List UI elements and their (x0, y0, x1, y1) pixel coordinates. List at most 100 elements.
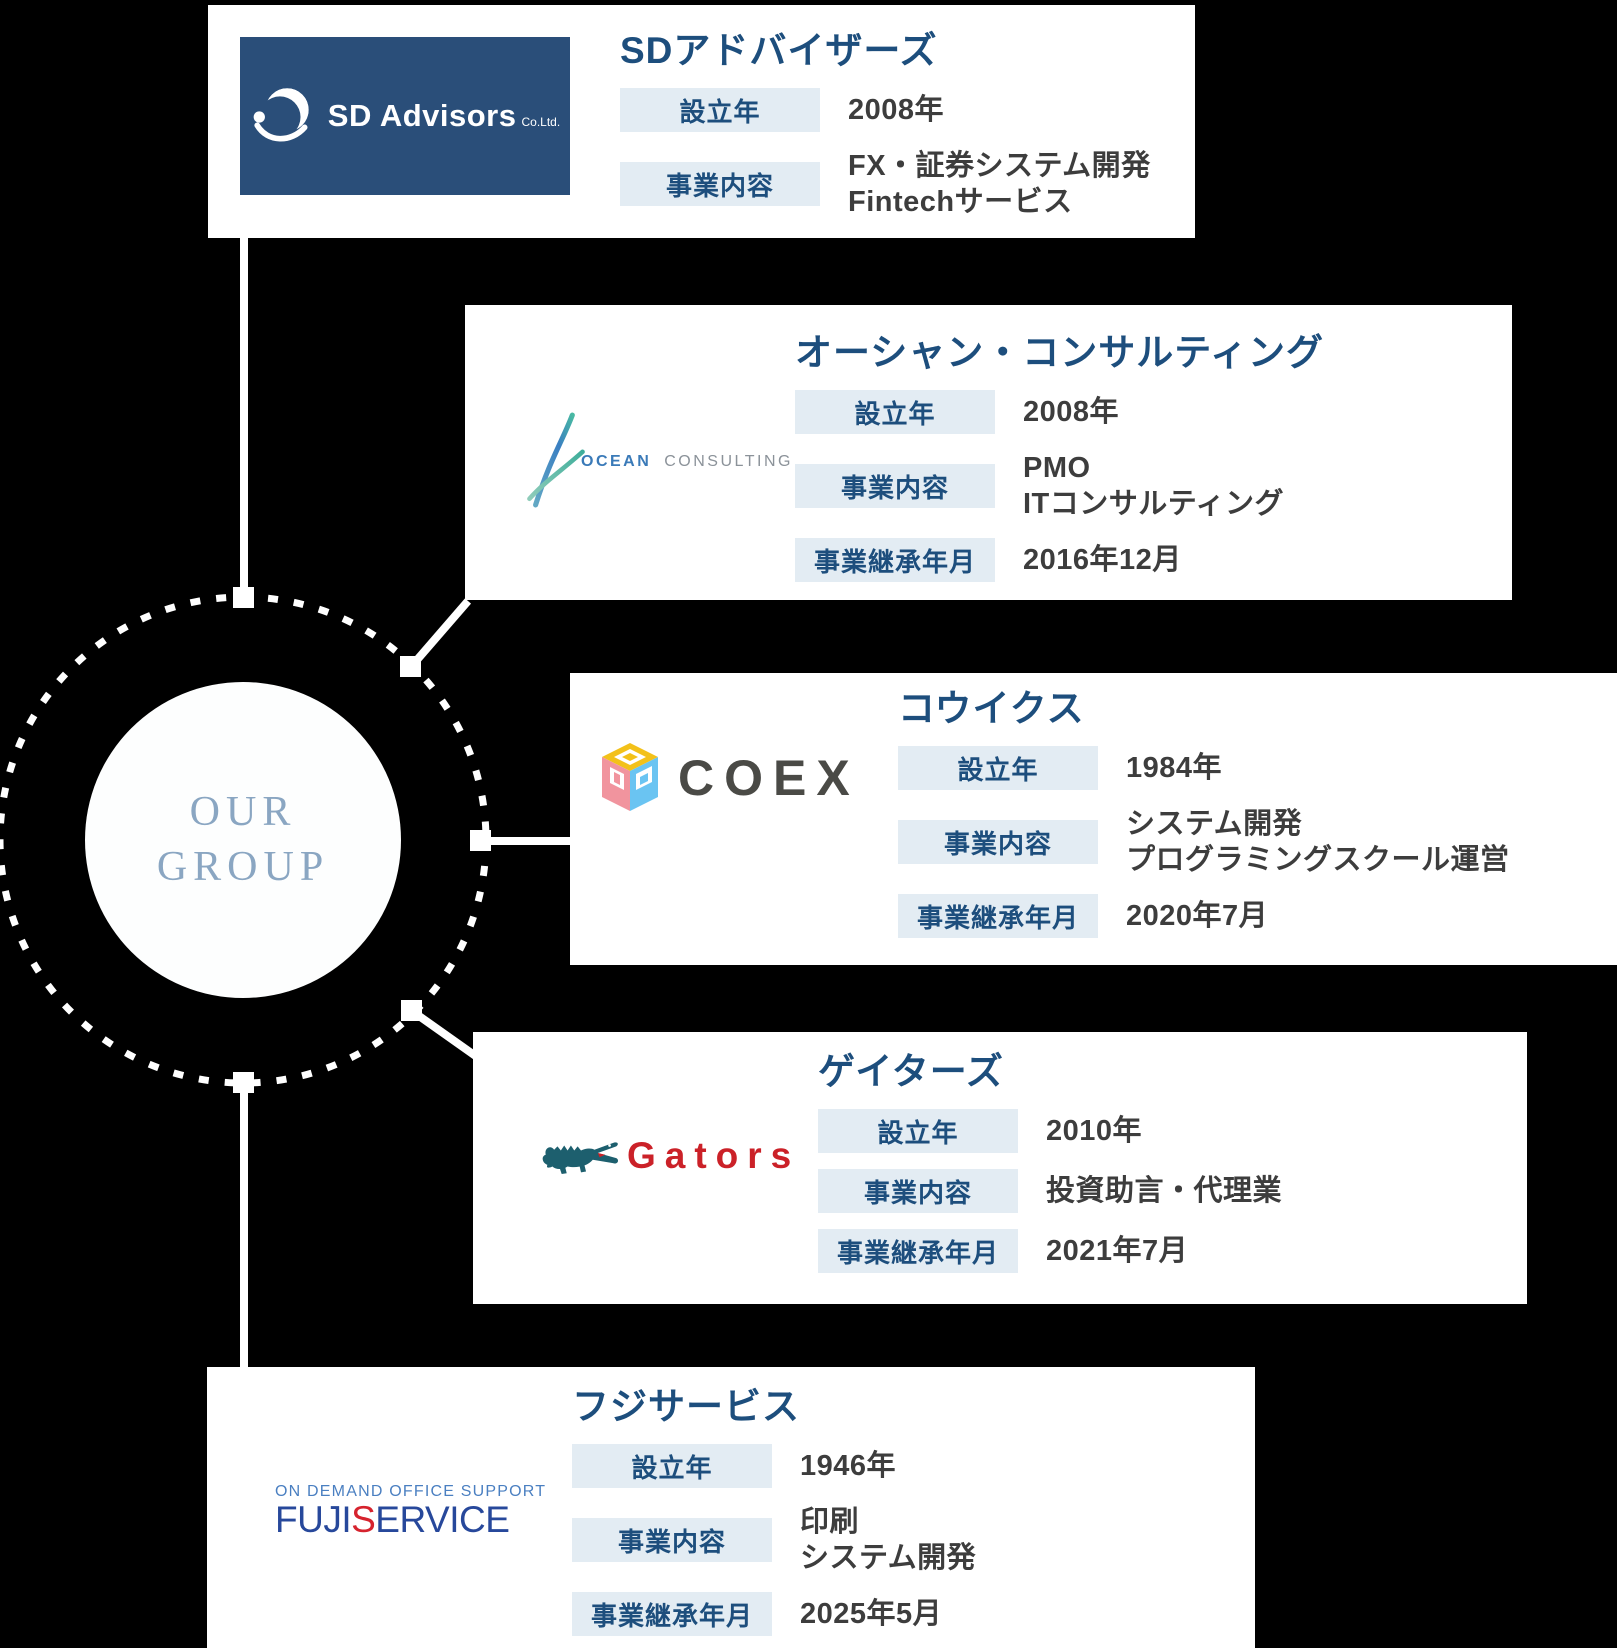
field-label: 設立年 (620, 88, 820, 133)
coex-cube-icon (602, 743, 658, 811)
field-row: 設立年 2008年 (620, 88, 1151, 133)
company-info: SDアドバイザーズ 設立年 2008年 事業内容 FX・証券システム開発 Fin… (620, 29, 1151, 220)
field-value-line: 印刷 (800, 1506, 860, 1539)
fuji-word-part1: FUJI (275, 1499, 352, 1540)
company-card-fuji-service: ON DEMAND OFFICE SUPPORT FUJISERVICE フジサ… (207, 1367, 1255, 1648)
field-value-line: 2021年7月 (1046, 1235, 1189, 1268)
field-label: 事業内容 (620, 162, 820, 207)
field-row: 設立年 1946年 (572, 1444, 976, 1489)
field-rows: 設立年 2008年 事業内容 PMO ITコンサルティング 事業継承年月 201… (795, 390, 1324, 583)
sd-advisors-mark-icon (249, 83, 316, 149)
field-row: 事業継承年月 2016年12月 (795, 538, 1324, 583)
hub-label-line1: OUR (189, 788, 297, 835)
company-title: フジサービス (572, 1386, 800, 1427)
field-value: FX・証券システム開発 Fintechサービス (848, 148, 1151, 220)
field-label: 事業継承年月 (898, 894, 1098, 939)
field-value-line: ITコンサルティング (1023, 488, 1285, 521)
field-label: 事業内容 (795, 464, 995, 509)
company-title: ゲイターズ (818, 1051, 1004, 1092)
field-label: 事業継承年月 (795, 538, 995, 583)
field-label: 設立年 (572, 1444, 772, 1489)
ocean-consulting-wordmark: OCEAN CONSULTING (581, 453, 793, 471)
field-row: 設立年 2008年 (795, 390, 1324, 435)
company-title: オーシャン・コンサルティング (795, 332, 1325, 373)
gators-logo: Gators (539, 1132, 800, 1180)
field-label: 事業内容 (572, 1518, 772, 1563)
field-value-line: PMO (1023, 452, 1091, 485)
company-title: コウイクス (898, 688, 1085, 729)
field-value-line: 2020年7月 (1126, 900, 1269, 933)
field-value-line: 2025年5月 (800, 1598, 943, 1631)
company-card-sd-advisors: SD Advisors Co.Ltd. SDアドバイザーズ 設立年 2008年 … (208, 5, 1195, 238)
field-label: 設立年 (818, 1109, 1018, 1154)
sd-brand-text: SD Advisors (327, 98, 517, 133)
field-rows: 設立年 1946年 事業内容 印刷 システム開発 事業継承年月 2025年5月 (572, 1444, 976, 1637)
company-info: オーシャン・コンサルティング 設立年 2008年 事業内容 PMO ITコンサル… (795, 331, 1325, 583)
field-label: 事業継承年月 (818, 1229, 1018, 1274)
field-value: 1946年 (800, 1448, 896, 1484)
field-value-line: Fintechサービス (848, 186, 1073, 219)
field-label: 設立年 (795, 390, 995, 435)
field-row: 事業継承年月 2021年7月 (818, 1229, 1282, 1274)
field-value: 投資助言・代理業 (1046, 1173, 1282, 1209)
field-row: 事業内容 投資助言・代理業 (818, 1169, 1282, 1214)
field-row: 事業内容 システム開発 プログラミングスクール運営 (898, 806, 1510, 878)
connector-gators (409, 1007, 480, 1061)
field-value: 2016年12月 (1023, 542, 1182, 578)
field-value-line: 1946年 (800, 1450, 897, 1483)
field-value: PMO ITコンサルティング (1023, 450, 1284, 522)
company-info: フジサービス 設立年 1946年 事業内容 印刷 システム開発 事業継承年月 2 (572, 1385, 976, 1637)
our-group-hub: OUR GROUP (85, 682, 401, 998)
fuji-word-part2: ERVICE (375, 1499, 510, 1540)
field-value-line: 1984年 (1126, 752, 1223, 785)
field-rows: 設立年 2010年 事業内容 投資助言・代理業 事業継承年月 2021年7月 (818, 1109, 1282, 1274)
field-value: 2025年5月 (800, 1596, 942, 1632)
fuji-wordmark: FUJISERVICE (275, 1499, 546, 1540)
field-value-line: 2010年 (1046, 1115, 1143, 1148)
field-value-line: 2008年 (1023, 396, 1120, 429)
coex-wordmark: COEX (678, 750, 860, 806)
field-value: 2020年7月 (1126, 898, 1268, 934)
field-row: 事業内容 印刷 システム開発 (572, 1504, 976, 1576)
field-value: 2008年 (1023, 394, 1119, 430)
field-row: 事業内容 PMO ITコンサルティング (795, 450, 1324, 522)
sd-advisors-wordmark: SD Advisors Co.Ltd. (328, 98, 560, 134)
field-value: 2010年 (1046, 1113, 1142, 1149)
hub-label-line2: GROUP (156, 844, 330, 890)
field-value: 2021年7月 (1046, 1233, 1188, 1269)
field-value-line: システム開発 (800, 1542, 977, 1575)
coex-logo: COEX (598, 741, 860, 815)
field-rows: 設立年 1984年 事業内容 システム開発 プログラミングスクール運営 事業継承… (898, 746, 1510, 939)
ocean-brand2-text: CONSULTING (664, 453, 793, 470)
gators-wordmark: Gators (627, 1135, 801, 1176)
sd-advisors-logo: SD Advisors Co.Ltd. (240, 37, 570, 195)
field-label: 事業継承年月 (572, 1592, 772, 1637)
field-value-line: 2008年 (848, 94, 945, 127)
field-value-line: 2016年12月 (1023, 544, 1182, 577)
company-info: ゲイターズ 設立年 2010年 事業内容 投資助言・代理業 事業継承年月 20 (818, 1050, 1282, 1274)
field-value: 印刷 システム開発 (800, 1504, 976, 1576)
field-value-line: システム開発 (1126, 808, 1303, 841)
company-card-gators: Gators ゲイターズ 設立年 2010年 事業内容 投資助言・代理業 事業継… (473, 1032, 1527, 1304)
field-value: 1984年 (1126, 750, 1222, 786)
gators-crocodile-icon (542, 1142, 619, 1175)
company-title: SDアドバイザーズ (620, 30, 938, 71)
field-value-line: 投資助言・代理業 (1046, 1175, 1283, 1208)
field-label: 事業内容 (818, 1169, 1018, 1214)
fuji-tagline-text: ON DEMAND OFFICE SUPPORT (275, 1483, 547, 1500)
company-card-coex: COEX コウイクス 設立年 1984年 事業内容 システム開発 プログラミング… (570, 673, 1617, 965)
field-row: 事業継承年月 2020年7月 (898, 894, 1510, 939)
ocean-brand-text: OCEAN (581, 453, 652, 470)
ocean-consulting-swoosh-icon (527, 412, 585, 508)
field-value-line: FX・証券システム開発 (848, 150, 1151, 183)
fuji-service-logo: ON DEMAND OFFICE SUPPORT FUJISERVICE (275, 1483, 546, 1540)
sd-suffix-text: Co.Ltd. (521, 115, 561, 129)
connector-junction-dots (233, 587, 491, 1093)
field-row: 設立年 1984年 (898, 746, 1510, 791)
field-row: 事業内容 FX・証券システム開発 Fintechサービス (620, 148, 1151, 220)
field-value-line: プログラミングスクール運営 (1126, 844, 1510, 877)
field-rows: 設立年 2008年 事業内容 FX・証券システム開発 Fintechサービス (620, 88, 1151, 220)
field-label: 設立年 (898, 746, 1098, 791)
